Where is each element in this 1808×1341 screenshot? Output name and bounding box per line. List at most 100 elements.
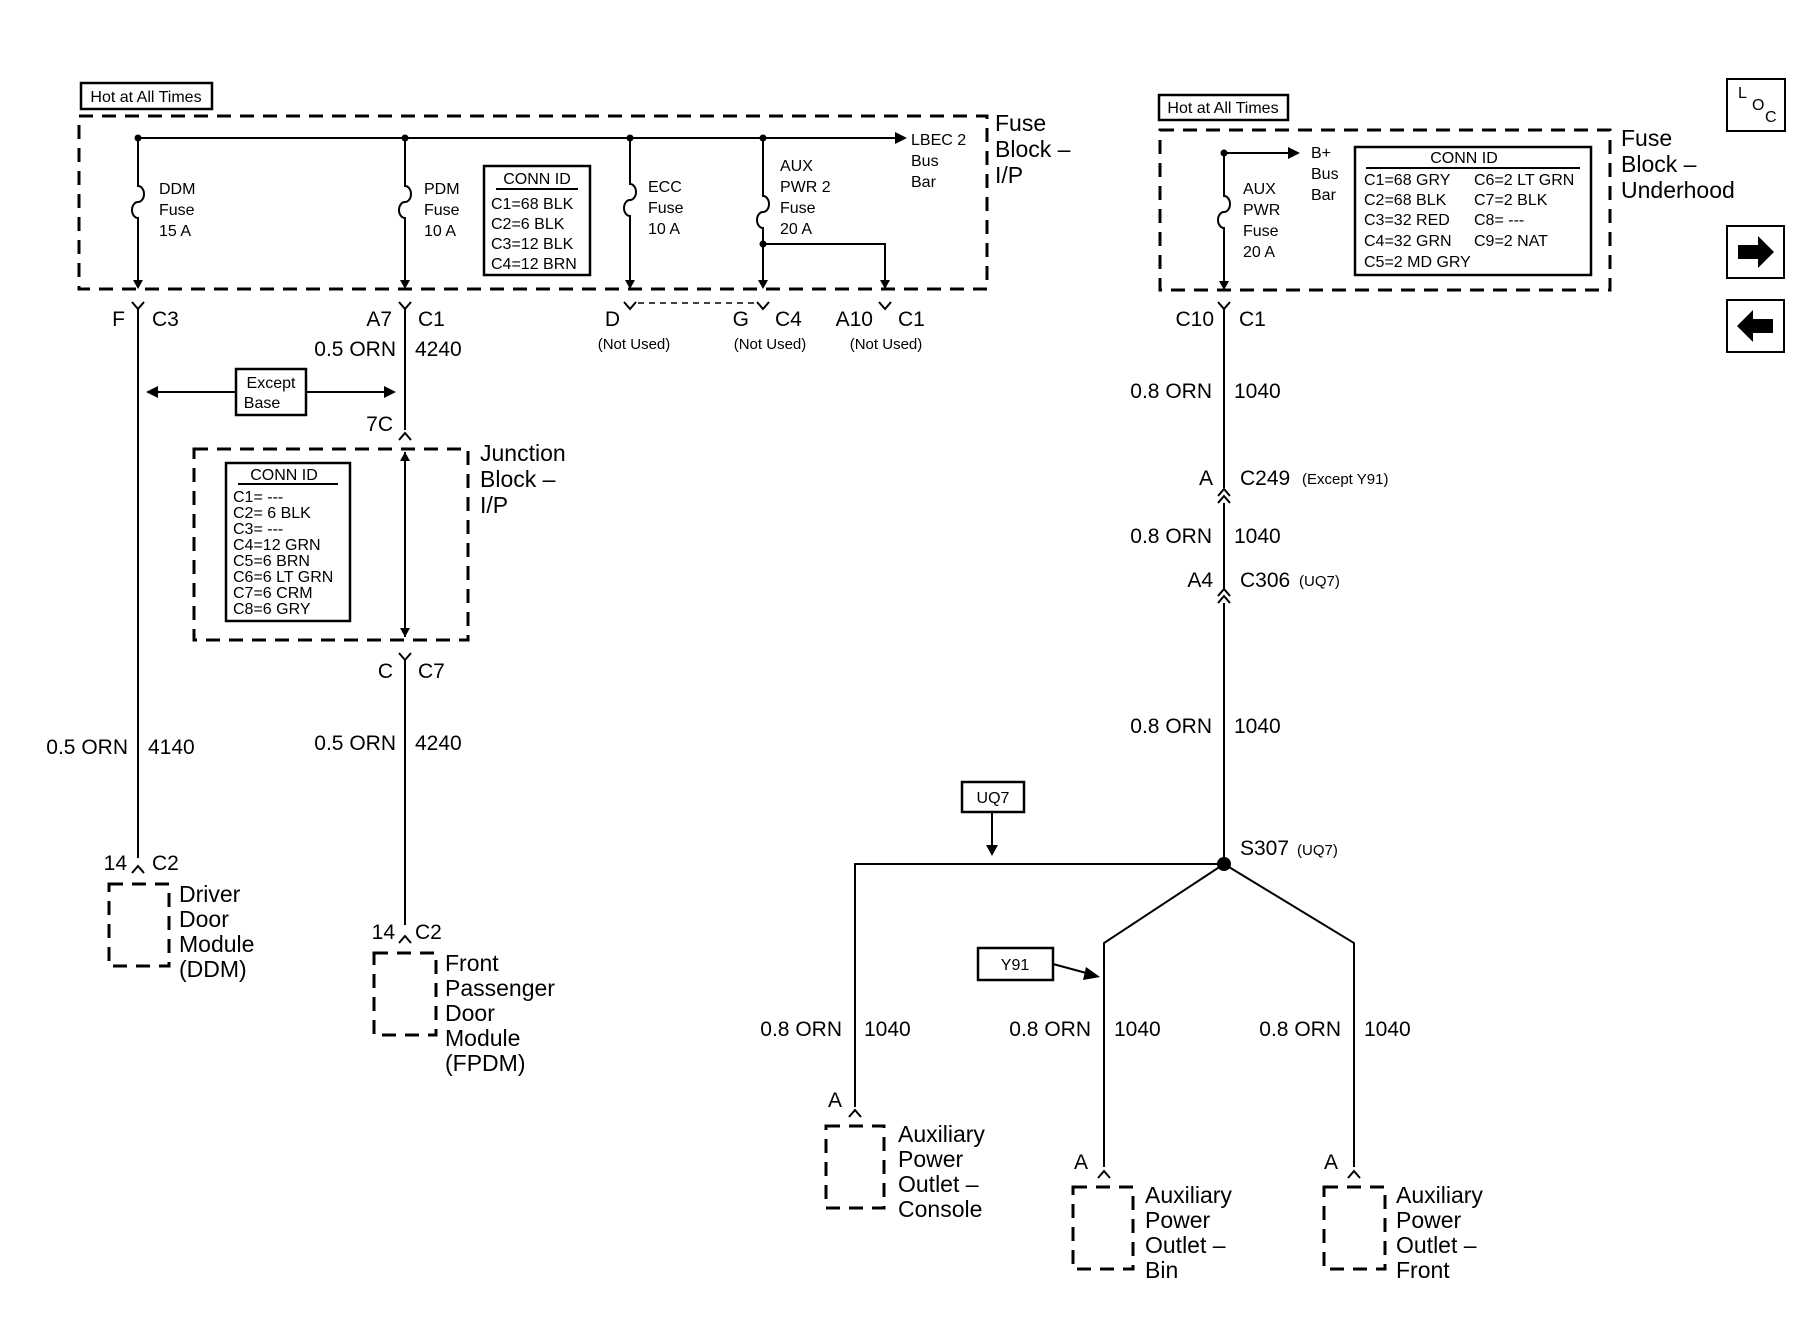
hot-at-all-times-label-right: Hot at All Times — [1167, 100, 1278, 117]
svg-text:Block –: Block – — [1621, 151, 1697, 177]
svg-text:C5=6 BRN: C5=6 BRN — [233, 553, 310, 570]
svg-text:(Except Y91): (Except Y91) — [1302, 471, 1388, 488]
terminal-g-conn: C4 — [775, 308, 802, 331]
svg-text:C249: C249 — [1240, 467, 1290, 490]
jb-out-conn: C7 — [418, 660, 445, 683]
svg-text:Auxiliary: Auxiliary — [1396, 1182, 1483, 1208]
svg-text:0.8 ORN: 0.8 ORN — [1259, 1018, 1341, 1041]
svg-text:0.8 ORN: 0.8 ORN — [1130, 525, 1212, 548]
pdm-wire-size: 0.5 ORN — [314, 338, 396, 361]
svg-text:1040: 1040 — [864, 1018, 911, 1041]
terminal-a10-conn: C1 — [898, 308, 925, 331]
svg-text:Console: Console — [898, 1196, 982, 1222]
terminal-c10-conn: C1 — [1239, 308, 1266, 331]
svg-text:Fuse: Fuse — [424, 202, 460, 219]
svg-text:(FPDM): (FPDM) — [445, 1050, 525, 1076]
hot-at-all-times-label: Hot at All Times — [90, 89, 201, 106]
svg-text:Fuse: Fuse — [648, 200, 684, 217]
ddm-fuse: DDM Fuse 15 A — [131, 134, 195, 289]
except-base-indicator: Except Base — [146, 367, 396, 417]
svg-text:Except: Except — [247, 375, 296, 392]
prev-page-button[interactable] — [1726, 299, 1785, 353]
svg-text:A: A — [1199, 467, 1213, 490]
front-branch: 0.8 ORN 1040 A Auxiliary Power Outlet – … — [1223, 863, 1483, 1283]
svg-text:0.8 ORN: 0.8 ORN — [1130, 715, 1212, 738]
aux-power-feed: C10 C1 0.8 ORN 1040 A C249 (Except Y91) … — [1130, 301, 1388, 871]
svg-text:S307: S307 — [1240, 837, 1289, 860]
svg-text:UQ7: UQ7 — [977, 790, 1010, 807]
y91-branch: Y91 0.8 ORN 1040 A Auxiliary Power Outle… — [976, 863, 1232, 1283]
aux-outlet-bin-outline — [1071, 1185, 1135, 1271]
fpdm-conn: C2 — [415, 921, 442, 944]
uq7-branch: UQ7 0.8 ORN 1040 A Auxiliary Power Outle… — [760, 780, 1224, 1222]
svg-text:0.8 ORN: 0.8 ORN — [760, 1018, 842, 1041]
svg-text:Outlet –: Outlet – — [898, 1171, 979, 1197]
svg-text:10 A: 10 A — [424, 223, 456, 240]
svg-text:Outlet –: Outlet – — [1396, 1232, 1477, 1258]
svg-text:(UQ7): (UQ7) — [1297, 842, 1338, 859]
svg-text:C1=68 BLK: C1=68 BLK — [491, 196, 574, 213]
loc-button[interactable]: L O C — [1726, 78, 1786, 132]
svg-text:O: O — [1752, 97, 1764, 114]
svg-text:Junction: Junction — [480, 440, 566, 466]
bus-bar-arrow — [895, 132, 907, 144]
svg-text:C3= ---: C3= --- — [233, 521, 283, 538]
svg-text:Power: Power — [1396, 1207, 1462, 1233]
terminal-g-note: (Not Used) — [734, 336, 807, 353]
svg-text:Auxiliary: Auxiliary — [898, 1121, 985, 1147]
ddm-module-outline — [107, 882, 171, 968]
svg-text:C6=6 LT GRN: C6=6 LT GRN — [233, 569, 333, 586]
fuse-block-outline — [77, 114, 989, 291]
terminal-a7-conn: C1 — [418, 308, 445, 331]
svg-text:1040: 1040 — [1234, 380, 1281, 403]
svg-text:C2= 6 BLK: C2= 6 BLK — [233, 505, 311, 522]
ddm-wire-circuit: 4140 — [148, 736, 195, 759]
loc-icon[interactable] — [1726, 78, 1786, 132]
svg-text:PWR 2: PWR 2 — [780, 179, 831, 196]
ddm-wire-size: 0.5 ORN — [46, 736, 128, 759]
svg-text:Passenger: Passenger — [445, 975, 555, 1001]
svg-text:10 A: 10 A — [648, 221, 680, 238]
ecc-fuse: ECC Fuse 10 A — [623, 134, 684, 289]
svg-text:15 A: 15 A — [159, 223, 191, 240]
svg-text:Auxiliary: Auxiliary — [1145, 1182, 1232, 1208]
svg-text:C2=6 BLK: C2=6 BLK — [491, 216, 565, 233]
fuse-block-title-2: Block – — [995, 136, 1071, 162]
hot-at-all-times-box-right — [1157, 93, 1290, 122]
svg-text:A: A — [828, 1089, 842, 1112]
svg-text:AUX: AUX — [1243, 181, 1276, 198]
svg-text:Fuse: Fuse — [1621, 125, 1672, 151]
svg-text:Module: Module — [445, 1025, 520, 1051]
svg-text:PDM: PDM — [424, 181, 460, 198]
c306-connector — [1217, 587, 1231, 604]
fpdm-circuit: C C7 0.5 ORN 4240 14 C2 Front Passenger … — [314, 652, 555, 1076]
svg-text:C1=68 GRY: C1=68 GRY — [1364, 172, 1451, 189]
pdm-wire-circuit: 4240 — [415, 338, 462, 361]
ddm-conn: C2 — [152, 852, 179, 875]
svg-text:Y91: Y91 — [1001, 957, 1030, 974]
bus-label-2: Bus — [911, 153, 939, 170]
aux-pwr-fuse — [1217, 153, 1231, 287]
svg-text:L: L — [1738, 85, 1747, 102]
svg-text:AUX: AUX — [780, 158, 813, 175]
svg-text:Fuse: Fuse — [780, 200, 816, 217]
svg-text:Underhood: Underhood — [1621, 177, 1735, 203]
svg-text:C6=2 LT GRN: C6=2 LT GRN — [1474, 172, 1574, 189]
svg-text:Bar: Bar — [1311, 187, 1337, 204]
terminal-g-pin: G — [733, 308, 749, 331]
svg-text:(UQ7): (UQ7) — [1299, 573, 1340, 590]
svg-text:Base: Base — [244, 395, 281, 412]
svg-text:C4=12 BRN: C4=12 BRN — [491, 256, 577, 273]
ddm-circuit: 0.5 ORN 4140 14 C2 Driver Door Module (D… — [46, 309, 254, 982]
jb-out-pin: C — [378, 660, 393, 683]
fpdm-pin: 14 — [372, 921, 396, 944]
svg-text:Module: Module — [179, 931, 254, 957]
terminal-f-conn: C3 — [152, 308, 179, 331]
svg-text:Front: Front — [445, 950, 499, 976]
hot-at-all-times-box — [79, 81, 214, 111]
next-page-button[interactable] — [1726, 225, 1785, 279]
pdm-circuit: 0.5 ORN 4240 7C — [314, 309, 462, 441]
terminal-d-note: (Not Used) — [598, 336, 671, 353]
svg-text:0.8 ORN: 0.8 ORN — [1130, 380, 1212, 403]
svg-text:Power: Power — [1145, 1207, 1211, 1233]
